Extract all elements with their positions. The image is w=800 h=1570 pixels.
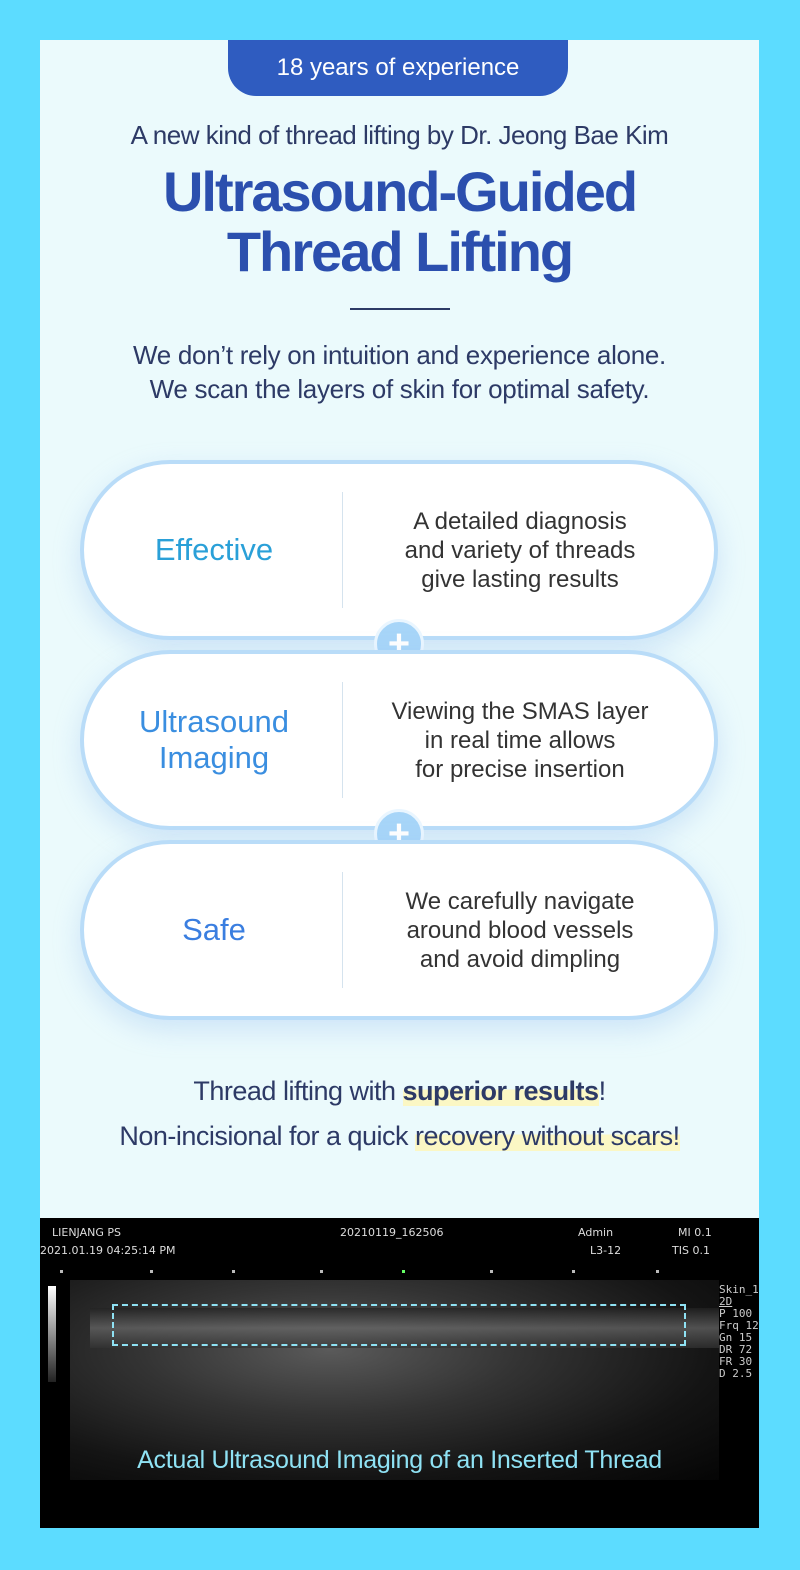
intro-line-1: We don’t rely on intuition and experienc… <box>133 340 666 370</box>
feature-desc-line: Viewing the SMAS layer <box>391 697 649 725</box>
tagline-recovery: Non-incisional for a quick recovery with… <box>119 1121 680 1151</box>
thread-highlight-box <box>112 1304 686 1346</box>
feature-desc-line: give lasting results <box>421 565 619 593</box>
feature-label: Effective <box>154 532 274 567</box>
feature-description: Viewing the SMAS layer in real time allo… <box>346 654 694 826</box>
feature-desc-line: We carefully navigate <box>405 887 635 915</box>
feature-desc-line: and variety of threads <box>404 536 636 564</box>
feature-desc-line: in real time allows <box>424 726 616 754</box>
intro-text: We don’t rely on intuition and experienc… <box>40 338 759 406</box>
scan-file-id: 20210119_162506 <box>340 1226 444 1239</box>
mi-readout: MI 0.1 <box>678 1226 712 1239</box>
depth-marker <box>490 1270 493 1273</box>
feature-label-line: Ultrasound <box>139 704 289 739</box>
feature-desc-line: around blood vessels <box>406 916 634 944</box>
promo-panel: 18 years of experience A new kind of thr… <box>40 40 759 1528</box>
depth-marker <box>150 1270 153 1273</box>
depth-marker <box>320 1270 323 1273</box>
depth-marker <box>232 1270 235 1273</box>
depth-marker <box>60 1270 63 1273</box>
grayscale-bar <box>48 1286 56 1382</box>
ultrasound-layer <box>90 1308 719 1348</box>
scan-settings: Skin_1 2D P 100 Frq 12 Gn 15 DR 72 FR 30… <box>719 1283 759 1380</box>
scan-datetime: 2021.01.19 04:25:14 PM <box>40 1244 176 1257</box>
focus-marker <box>402 1270 405 1273</box>
feature-divider <box>342 492 343 608</box>
feature-description: A detailed diagnosis and variety of thre… <box>346 464 694 636</box>
feature-desc-line: A detailed diagnosis <box>413 507 627 535</box>
highlight-recovery: recovery without scars! <box>415 1121 680 1151</box>
ultrasound-image: LIENJANG PS 2021.01.19 04:25:14 PM 20210… <box>40 1218 759 1528</box>
title-line-2: Thread Lifting <box>226 220 574 283</box>
ultrasound-caption: Actual Ultrasound Imaging of an Inserted… <box>137 1446 662 1474</box>
feature-divider <box>342 682 343 798</box>
highlight-superior-results: superior results <box>402 1076 599 1106</box>
page-title: Ultrasound-Guided Thread Lifting <box>40 162 759 282</box>
clinic-name: LIENJANG PS <box>52 1226 121 1239</box>
feature-label: Ultrasound Imaging <box>84 654 344 826</box>
feature-ultrasound-imaging: Ultrasound Imaging Viewing the SMAS laye… <box>80 650 718 830</box>
feature-safe: Safe We carefully navigate around blood … <box>80 840 718 1020</box>
feature-description: We carefully navigate around blood vesse… <box>346 844 694 1016</box>
subtitle: A new kind of thread lifting by Dr. Jeon… <box>130 120 669 150</box>
feature-desc-line: for precise insertion <box>415 755 625 783</box>
tagline-results: Thread lifting with superior results! <box>193 1076 606 1106</box>
probe-type: L3-12 <box>590 1244 622 1257</box>
feature-effective: Effective A detailed diagnosis and varie… <box>80 460 718 640</box>
feature-divider <box>342 872 343 988</box>
feature-label-line: Imaging <box>158 740 270 775</box>
scan-user: Admin <box>578 1226 614 1239</box>
tis-readout: TIS 0.1 <box>672 1244 710 1257</box>
title-line-1: Ultrasound-Guided <box>162 160 638 223</box>
depth-marker <box>656 1270 659 1273</box>
title-divider <box>350 308 450 310</box>
experience-badge: 18 years of experience <box>228 40 568 96</box>
feature-label: Safe <box>182 912 246 947</box>
feature-desc-line: and avoid dimpling <box>419 945 621 973</box>
intro-line-2: We scan the layers of skin for optimal s… <box>149 374 650 404</box>
depth-marker <box>572 1270 575 1273</box>
